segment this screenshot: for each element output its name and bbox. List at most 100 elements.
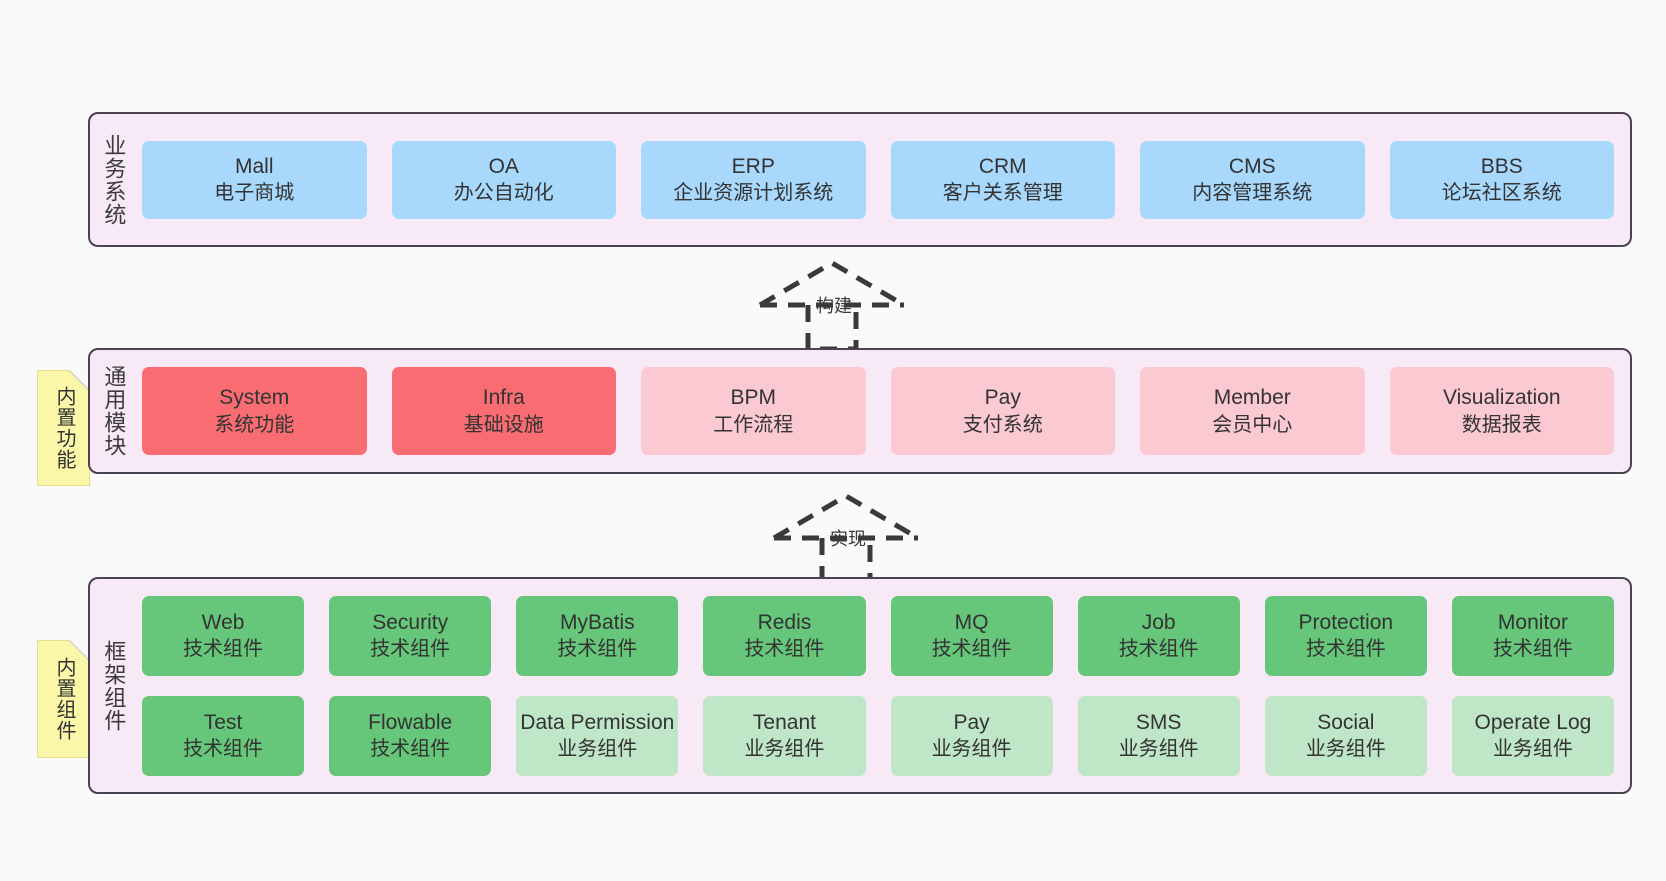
node-web[interactable]: Web 技术组件 — [142, 595, 305, 676]
node-subtitle: 技术组件 — [183, 738, 264, 761]
node-title: Tenant — [752, 710, 816, 734]
node-subtitle: 企业资源计划系统 — [673, 182, 834, 205]
relation-build-arrow: 构建 — [752, 257, 912, 352]
node-title: Job — [1141, 610, 1176, 634]
layer-business-body: Mall 电子商城 OA 办公自动化 ERP 企业资源计划系统 CRM 客户关系… — [136, 114, 1630, 245]
node-pay-component[interactable]: Pay 业务组件 — [890, 695, 1053, 776]
node-title: ERP — [731, 154, 775, 178]
node-title: System — [219, 386, 290, 410]
node-title: Data Permission — [520, 710, 675, 734]
node-title: Pay — [953, 710, 990, 734]
node-subtitle: 会员中心 — [1212, 413, 1293, 436]
node-cms[interactable]: CMS 内容管理系统 — [1140, 140, 1365, 219]
layer-framework-label: 框架组件 — [101, 639, 127, 732]
module-row: System 系统功能 Infra 基础设施 BPM 工作流程 Pay 支付系统… — [142, 367, 1614, 455]
node-sms[interactable]: SMS 业务组件 — [1077, 695, 1240, 776]
layer-business-systems[interactable]: 业务系统 Mall 电子商城 OA 办公自动化 ERP 企业资源计划系统 CRM… — [88, 112, 1632, 247]
node-subtitle: 业务组件 — [744, 738, 825, 761]
node-test[interactable]: Test 技术组件 — [142, 695, 305, 776]
node-subtitle: 技术组件 — [931, 638, 1012, 661]
node-member[interactable]: Member 会员中心 — [1140, 367, 1365, 455]
node-title: Operate Log — [1474, 710, 1592, 734]
node-subtitle: 系统功能 — [214, 413, 295, 436]
note-fold-corner-icon — [69, 641, 89, 661]
node-subtitle: 支付系统 — [962, 413, 1043, 436]
note-label: 内置功能 — [53, 386, 75, 470]
node-mybatis[interactable]: MyBatis 技术组件 — [516, 595, 679, 676]
node-subtitle: 业务组件 — [931, 738, 1012, 761]
layer-module-label: 通用模块 — [101, 365, 127, 457]
node-title: MyBatis — [559, 610, 635, 634]
node-pay-module[interactable]: Pay 支付系统 — [890, 367, 1115, 455]
relation-implement-label: 实现 — [830, 529, 866, 549]
framework-row-2: Test 技术组件 Flowable 技术组件 Data Permission … — [142, 695, 1614, 776]
layer-common-modules[interactable]: 通用模块 System 系统功能 Infra 基础设施 BPM 工作流程 Pay… — [88, 348, 1632, 474]
node-subtitle: 技术组件 — [370, 738, 451, 761]
node-subtitle: 业务组件 — [557, 738, 638, 761]
node-title: CRM — [978, 154, 1027, 178]
relation-implement-arrow: 实现 — [766, 490, 926, 585]
node-subtitle: 技术组件 — [557, 638, 638, 661]
node-bbs[interactable]: BBS 论坛社区系统 — [1389, 140, 1614, 219]
note-label: 内置组件 — [53, 657, 75, 741]
node-oa[interactable]: OA 办公自动化 — [391, 140, 616, 219]
node-title: Pay — [984, 386, 1021, 410]
business-row: Mall 电子商城 OA 办公自动化 ERP 企业资源计划系统 CRM 客户关系… — [142, 140, 1614, 219]
node-crm[interactable]: CRM 客户关系管理 — [890, 140, 1115, 219]
note-builtin-components[interactable]: 内置组件 — [37, 640, 90, 758]
node-mq[interactable]: MQ 技术组件 — [890, 595, 1053, 676]
layer-business-label: 业务系统 — [101, 133, 127, 226]
node-subtitle: 内容管理系统 — [1192, 182, 1313, 205]
note-fold-corner-icon — [69, 371, 89, 391]
relation-build-label: 构建 — [816, 296, 852, 316]
node-tenant[interactable]: Tenant 业务组件 — [703, 695, 866, 776]
node-job[interactable]: Job 技术组件 — [1077, 595, 1240, 676]
node-monitor[interactable]: Monitor 技术组件 — [1451, 595, 1614, 676]
framework-row-1: Web 技术组件 Security 技术组件 MyBatis 技术组件 Redi… — [142, 595, 1614, 676]
layer-module-body: System 系统功能 Infra 基础设施 BPM 工作流程 Pay 支付系统… — [136, 350, 1630, 472]
node-data-permission[interactable]: Data Permission 业务组件 — [516, 695, 679, 776]
node-title: MQ — [954, 610, 989, 634]
node-title: Monitor — [1497, 610, 1568, 634]
node-flowable[interactable]: Flowable 技术组件 — [329, 695, 492, 776]
node-title: Social — [1317, 710, 1375, 734]
layer-framework-body: Web 技术组件 Security 技术组件 MyBatis 技术组件 Redi… — [136, 579, 1630, 792]
node-mall[interactable]: Mall 电子商城 — [142, 140, 367, 219]
node-title: Visualization — [1442, 386, 1561, 410]
node-visualization[interactable]: Visualization 数据报表 — [1389, 367, 1614, 455]
node-title: Test — [203, 710, 243, 734]
node-subtitle: 技术组件 — [1305, 638, 1386, 661]
node-infra[interactable]: Infra 基础设施 — [391, 367, 616, 455]
node-title: Redis — [757, 610, 812, 634]
node-title: Member — [1213, 386, 1291, 410]
node-title: Infra — [482, 386, 525, 410]
node-title: Protection — [1298, 610, 1394, 634]
node-title: Mall — [234, 154, 274, 178]
node-bpm[interactable]: BPM 工作流程 — [641, 367, 866, 455]
node-title: OA — [488, 154, 519, 178]
node-title: Web — [201, 610, 245, 634]
node-subtitle: 业务组件 — [1492, 738, 1573, 761]
note-builtin-functions[interactable]: 内置功能 — [37, 370, 90, 486]
layer-framework-components[interactable]: 框架组件 Web 技术组件 Security 技术组件 MyBatis 技术组件… — [88, 577, 1632, 794]
node-title: BBS — [1480, 154, 1523, 178]
node-subtitle: 工作流程 — [713, 413, 794, 436]
node-title: BPM — [730, 386, 776, 410]
node-social[interactable]: Social 业务组件 — [1264, 695, 1427, 776]
node-subtitle: 业务组件 — [1118, 738, 1199, 761]
node-security[interactable]: Security 技术组件 — [329, 595, 492, 676]
node-operate-log[interactable]: Operate Log 业务组件 — [1451, 695, 1614, 776]
node-subtitle: 基础设施 — [463, 413, 544, 436]
node-title: Flowable — [368, 710, 453, 734]
node-erp[interactable]: ERP 企业资源计划系统 — [641, 140, 866, 219]
node-subtitle: 技术组件 — [744, 638, 825, 661]
node-subtitle: 业务组件 — [1305, 738, 1386, 761]
node-title: SMS — [1135, 710, 1182, 734]
node-subtitle: 数据报表 — [1461, 413, 1542, 436]
node-subtitle: 电子商城 — [214, 182, 295, 205]
node-protection[interactable]: Protection 技术组件 — [1264, 595, 1427, 676]
node-redis[interactable]: Redis 技术组件 — [703, 595, 866, 676]
node-system[interactable]: System 系统功能 — [142, 367, 367, 455]
node-subtitle: 技术组件 — [183, 638, 264, 661]
